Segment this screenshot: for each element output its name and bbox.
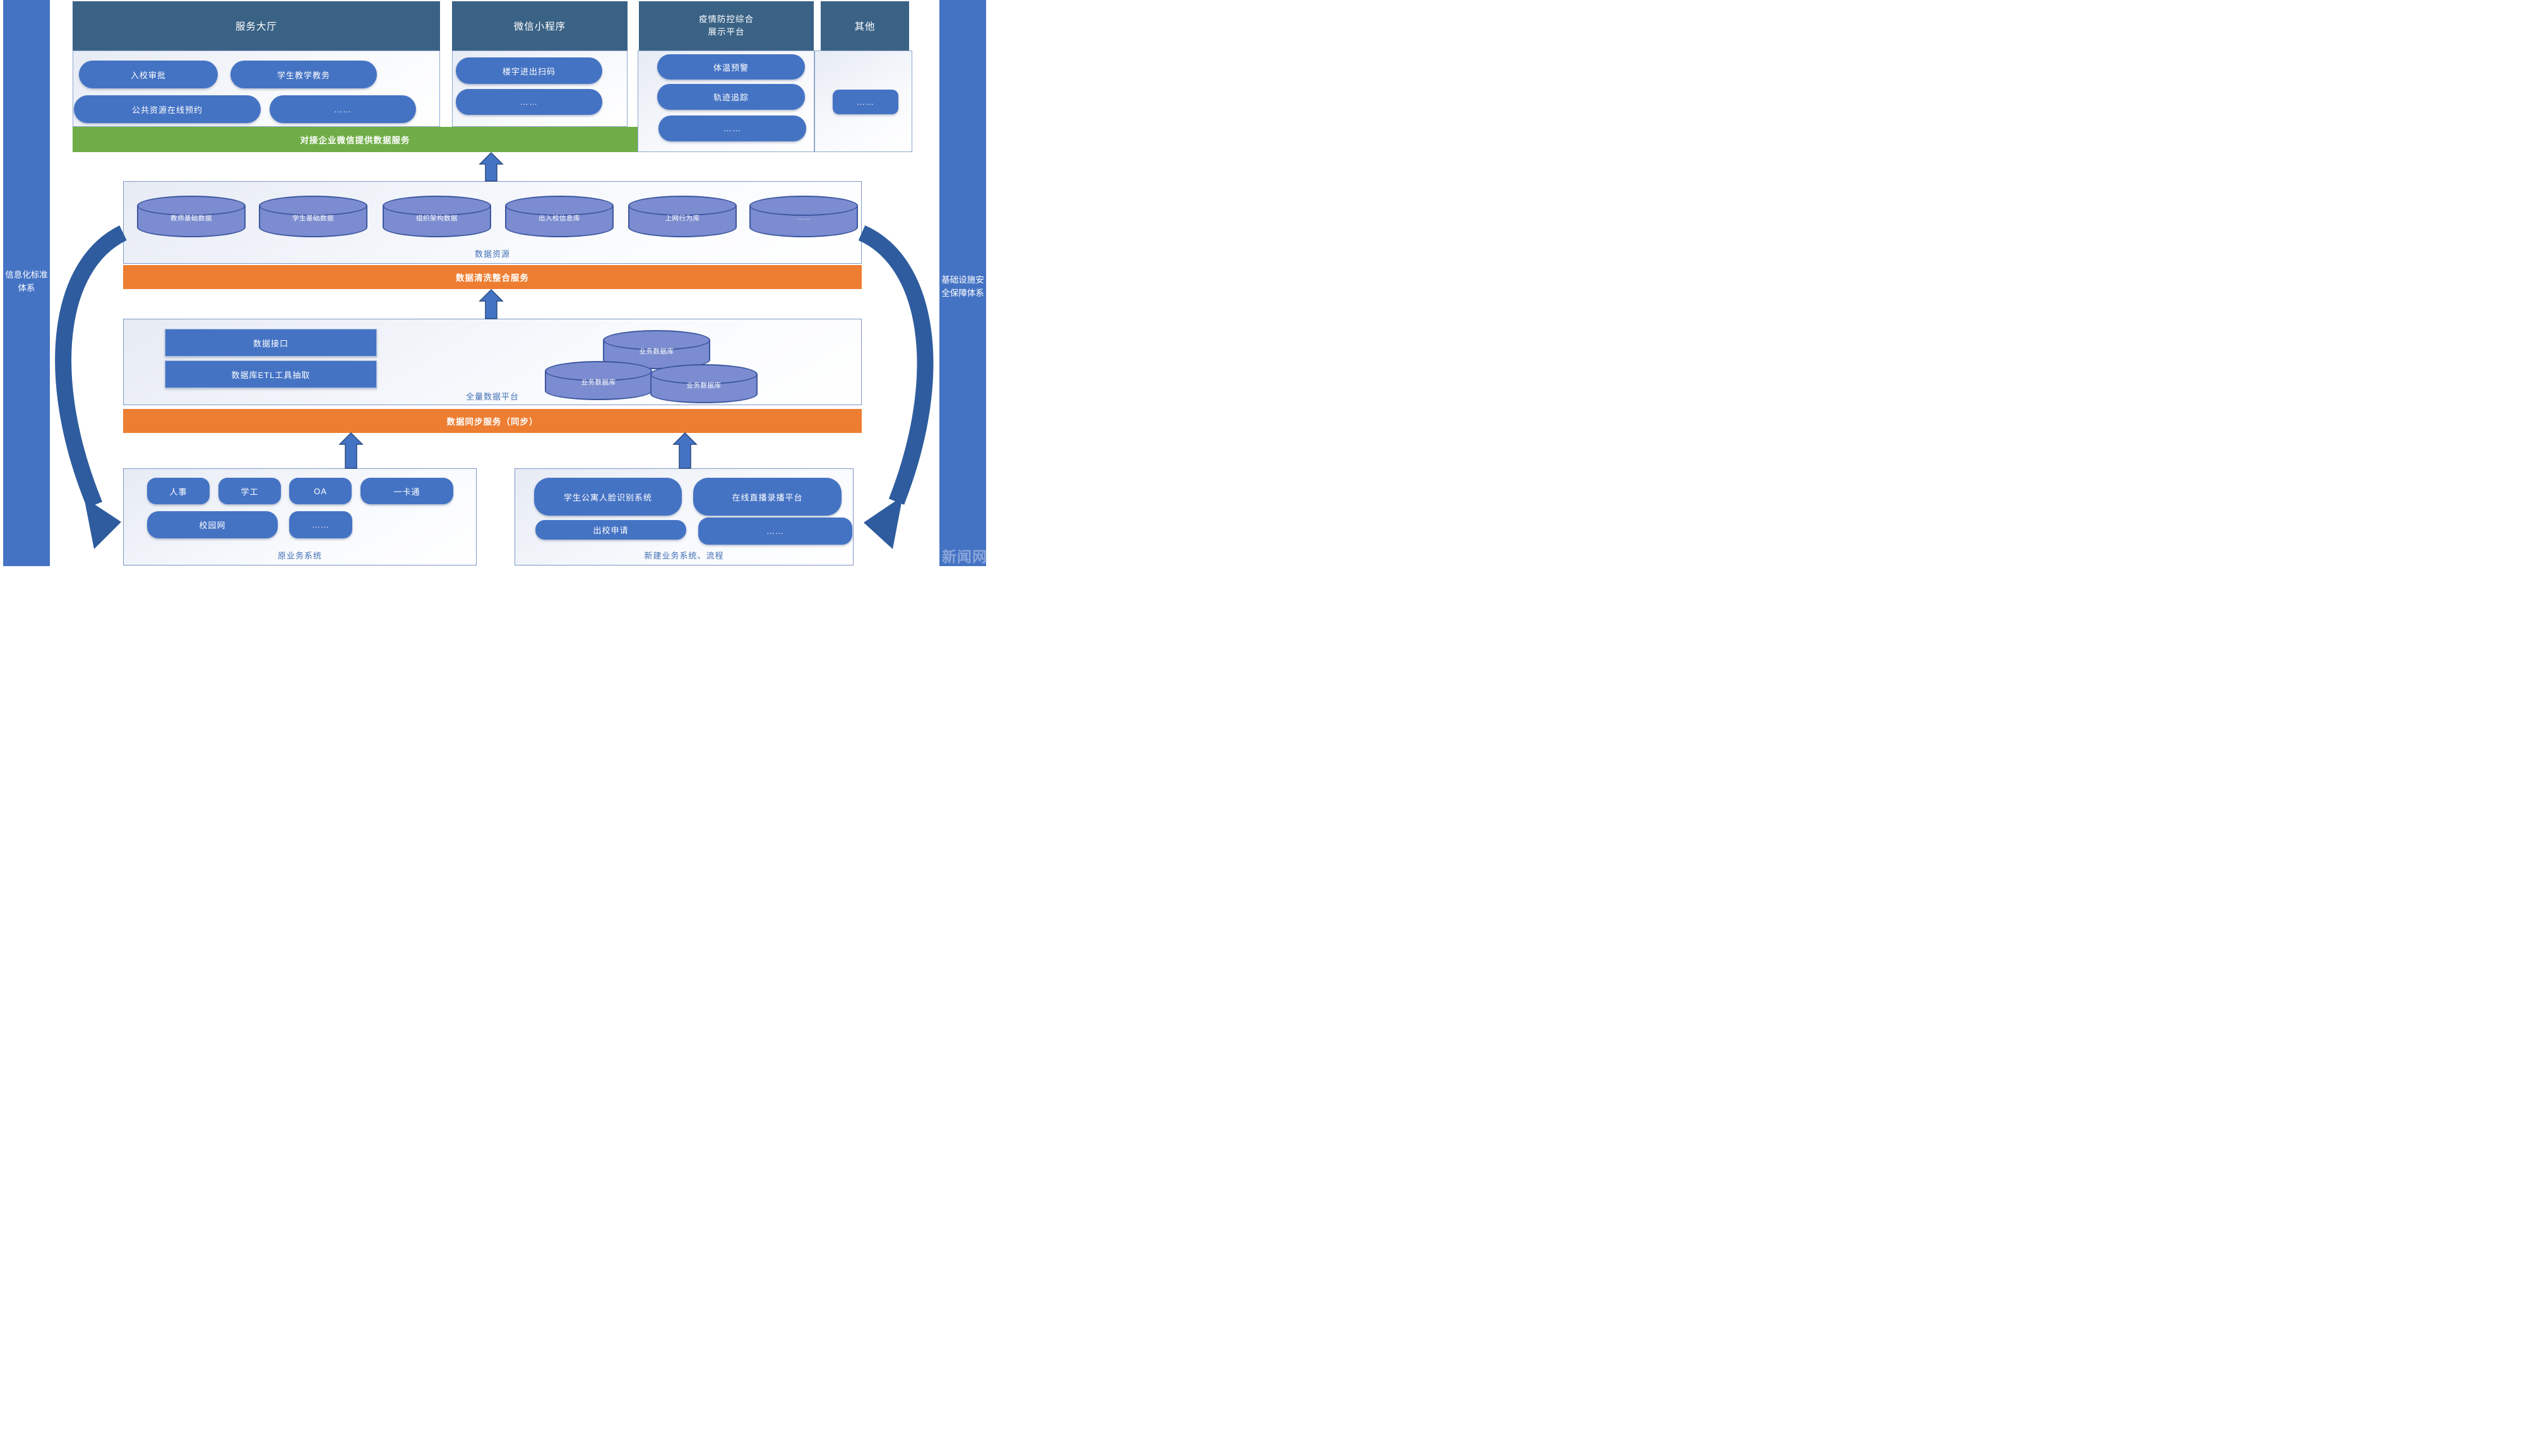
btn-entry-approval: 入校审批: [79, 61, 218, 88]
up-arrow-to-green-bar: [479, 151, 504, 182]
orange-bar-data-cleaning: 数据清洗整合服务: [123, 265, 862, 289]
legacy-systems-label: 原业务系统: [277, 551, 322, 560]
cylinder-org-structure: 组织架构数据: [383, 196, 491, 237]
cylinder-top: [749, 196, 858, 216]
green-bar-label: 对接企业微信提供数据服务: [300, 136, 410, 145]
cylinder-business-db-label: 业务数据库: [581, 379, 616, 387]
cylinder-teacher-data-label: 教师基础数据: [170, 215, 212, 223]
sidebar-right-infrastructure-security: 基础设施安 全保障体系 新闻网: [939, 0, 987, 566]
orange-bar-data-sync: 数据同步服务（同步）: [123, 409, 862, 433]
btn-public-resource-booking: 公共资源在线预约: [74, 95, 261, 123]
sidebar-right-label-line1: 基础设施安: [941, 275, 984, 285]
cylinder-more: ……: [749, 196, 858, 237]
curved-arrow-left-head: [84, 497, 121, 549]
btn-trace-tracking: 轨迹追踪: [657, 84, 805, 110]
cylinder-internet-behavior: 上网行为库: [628, 196, 737, 237]
up-arrow-legacy-to-sync-bar: [338, 432, 364, 469]
header-epidemic-label-line2: 展示平台: [708, 27, 745, 37]
cylinder-business-db-left: 业务数据库: [545, 361, 652, 400]
block-data-interface: 数据接口: [165, 329, 377, 357]
btn-dorm-face-recognition: 学生公寓人脸识别系统: [534, 478, 682, 516]
cylinder-top: [628, 196, 737, 216]
header-other: 其他: [821, 1, 909, 50]
header-wechat-label: 微信小程序: [513, 21, 566, 32]
cylinder-top: [259, 196, 367, 216]
curved-arrow-right: [858, 225, 934, 505]
btn-temperature-warning: 体温预警: [657, 54, 805, 80]
orange-bar-data-cleaning-label: 数据清洗整合服务: [456, 273, 529, 283]
up-arrow-new-to-sync-bar: [672, 432, 698, 469]
block-etl-extract: 数据库ETL工具抽取: [165, 360, 377, 388]
curved-arrow-right-head: [864, 496, 903, 549]
cylinder-entry-exit-label: 出入校信息库: [539, 215, 580, 223]
architecture-diagram: 信息化标准 体系 基础设施安 全保障体系 新闻网 服务大厅 微信小程序 疫情防控…: [0, 0, 990, 568]
cylinder-more-label: ……: [797, 214, 811, 222]
cylinder-internet-behavior-label: 上网行为库: [665, 215, 700, 223]
sidebar-right-label-line2: 全保障体系: [941, 288, 984, 298]
cylinder-business-db-right: 业务数据库: [650, 364, 758, 403]
header-wechat-miniprogram: 微信小程序: [452, 1, 628, 50]
header-service-hall: 服务大厅: [73, 1, 440, 50]
sidebar-left-label-line2: 体系: [18, 283, 35, 293]
btn-exit-application: 出校申请: [535, 520, 686, 540]
cylinder-top: [505, 196, 614, 216]
btn-student-affairs: 学工: [218, 478, 281, 504]
header-epidemic-label-line1: 疫情防控综合: [699, 15, 754, 24]
btn-student-teaching: 学生教学教务: [230, 61, 377, 88]
new-systems-label: 新建业务系统、流程: [644, 551, 724, 560]
cylinder-top: [603, 330, 710, 350]
btn-new-systems-more: ……: [698, 518, 852, 545]
btn-service-hall-more: ……: [270, 95, 416, 123]
green-bar-wechat-data-service: 对接企业微信提供数据服务: [73, 127, 638, 152]
btn-epidemic-more: ……: [658, 115, 806, 141]
cylinder-top: [650, 364, 758, 384]
header-epidemic-platform: 疫情防控综合 展示平台: [639, 1, 814, 50]
cylinder-student-data: 学生基础数据: [259, 196, 367, 237]
btn-hr: 人事: [147, 478, 210, 504]
header-service-hall-label: 服务大厅: [235, 21, 277, 32]
up-arrow-to-cleaning-bar: [479, 288, 504, 319]
btn-onecard: 一卡通: [360, 478, 453, 504]
btn-building-scan: 楼宇进出扫码: [456, 57, 602, 84]
cylinder-business-db-label: 业务数据库: [639, 348, 674, 356]
btn-other-more: ……: [833, 90, 898, 114]
orange-bar-data-sync-label: 数据同步服务（同步）: [446, 417, 539, 427]
cylinder-student-data-label: 学生基础数据: [292, 215, 334, 223]
btn-wechat-more: ……: [456, 89, 602, 115]
sidebar-left-label-line1: 信息化标准: [5, 270, 48, 280]
full-data-platform-label: 全量数据平台: [465, 392, 519, 401]
cylinder-business-db-label: 业务数据库: [686, 382, 722, 390]
header-other-label: 其他: [854, 21, 876, 32]
cylinder-top: [137, 196, 246, 216]
sidebar-left-info-standards: 信息化标准 体系: [3, 0, 50, 566]
cylinder-teacher-data: 教师基础数据: [137, 196, 246, 237]
cylinder-entry-exit-info: 出入校信息库: [505, 196, 614, 237]
cylinder-top: [545, 361, 652, 381]
cylinder-top: [383, 196, 491, 216]
data-resource-panel: 数据资源: [123, 181, 862, 264]
btn-legacy-more: ……: [289, 511, 352, 538]
watermark: 新闻网: [942, 548, 987, 565]
btn-campus-network: 校园网: [147, 511, 278, 538]
btn-live-broadcast-platform: 在线直播录播平台: [693, 478, 842, 516]
cylinder-org-structure-label: 组织架构数据: [416, 215, 458, 223]
curved-arrow-left: [55, 225, 128, 508]
btn-oa: OA: [289, 478, 352, 504]
data-resource-label: 数据资源: [474, 249, 510, 259]
